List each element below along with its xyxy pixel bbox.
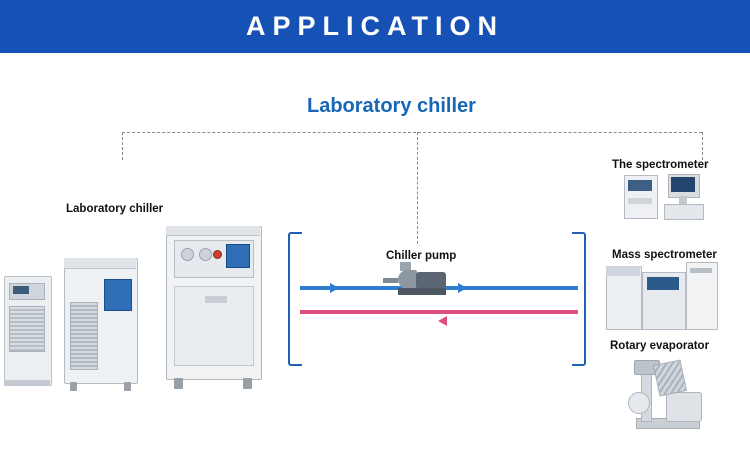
supply-flow-arrow-left: [330, 283, 339, 293]
spectrometer-sample-slot: [628, 198, 652, 204]
spectrometer-monitor-screen: [671, 177, 695, 192]
dashed-top-horizontal: [122, 132, 702, 133]
mass-spec-left-top: [606, 266, 640, 276]
spectrometer-display: [628, 180, 652, 191]
large-chiller-indicator-light: [213, 250, 222, 259]
large-chiller-display: [226, 244, 250, 268]
pump-base: [398, 288, 446, 295]
spectrometer-monitor-stand: [679, 196, 687, 204]
pump-volute: [398, 270, 417, 289]
label-chiller-pump: Chiller pump: [386, 250, 457, 262]
banner-title: APPLICATION: [246, 11, 504, 41]
small-chiller-vent: [9, 306, 45, 352]
spectrometer-console: [664, 204, 704, 220]
mass-spec-right-module: [686, 262, 718, 330]
rotary-evaporator-condenser: [652, 359, 688, 397]
label-the-spectrometer: The spectrometer: [612, 159, 709, 171]
dashed-left-drop: [122, 132, 123, 160]
label-rotary-evaporator: Rotary evaporator: [610, 340, 710, 352]
large-chiller-foot-right: [243, 378, 252, 389]
dashed-right-drop: [702, 132, 703, 160]
mass-spec-right-vent: [690, 268, 712, 273]
supply-flow-arrow-right: [458, 283, 467, 293]
application-banner: APPLICATION: [0, 0, 750, 53]
dashed-center-drop: [417, 132, 418, 244]
medium-chiller-vent: [70, 302, 98, 370]
rotary-evaporator-flask: [628, 392, 650, 414]
pump-inlet-flange: [383, 278, 398, 283]
medium-chiller-control-panel: [104, 279, 132, 311]
mass-spec-display: [647, 277, 679, 290]
medium-chiller-foot-right: [124, 382, 131, 391]
small-chiller-display: [13, 286, 29, 294]
label-mass-spectrometer: Mass spectrometer: [612, 249, 717, 261]
label-laboratory-chiller: Laboratory chiller: [66, 203, 164, 215]
return-flow-arrow: [438, 316, 447, 326]
large-chiller-foot-left: [174, 378, 183, 389]
pump-motor: [416, 272, 446, 289]
large-chiller-dial-1: [181, 248, 194, 261]
rotary-evaporator-tank: [666, 392, 702, 422]
instrument-group-bracket: [572, 232, 586, 366]
large-chiller-dial-2: [199, 248, 212, 261]
return-pipe-red: [300, 310, 578, 314]
diagram-title: Laboratory chiller: [307, 95, 476, 117]
medium-chiller-top: [64, 258, 136, 269]
medium-chiller-foot-left: [70, 382, 77, 391]
large-chiller-nameplate: [205, 296, 227, 303]
chiller-group-bracket: [288, 232, 302, 366]
pump-suction-port: [400, 262, 411, 271]
small-chiller-base: [4, 380, 50, 386]
mass-spec-left-module: [606, 266, 642, 330]
large-chiller-top-rail: [166, 226, 260, 236]
